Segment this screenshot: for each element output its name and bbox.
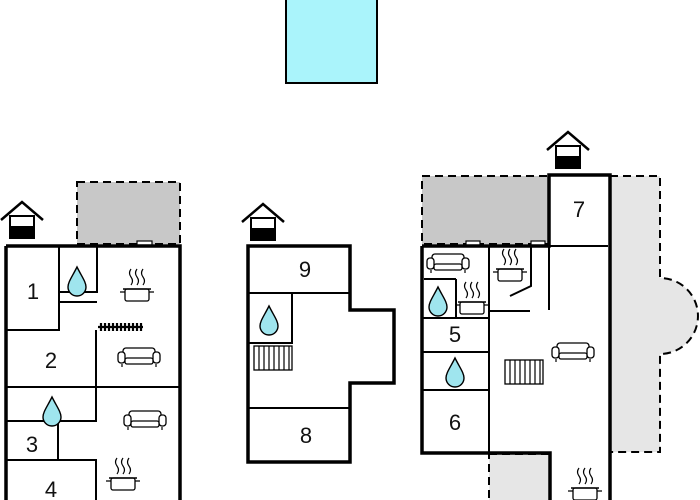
room-6-label: 6 (449, 410, 461, 435)
sofa-icon (426, 253, 470, 274)
room-7-label: 7 (573, 197, 585, 222)
room-4-label: 4 (45, 477, 57, 500)
pool (285, 0, 378, 84)
house-entrance-icon (0, 200, 45, 240)
stairs-icon (253, 345, 293, 371)
sofa-icon (117, 347, 161, 368)
room-8-label: 8 (300, 423, 312, 448)
room-2-label: 2 (45, 348, 57, 373)
stairs-icon (98, 323, 143, 331)
terrace-left (76, 181, 181, 245)
water-drop-icon (445, 357, 465, 388)
house-entrance-icon (545, 130, 591, 170)
water-drop-icon (428, 286, 448, 317)
pot-icon (567, 467, 603, 500)
pot-icon (119, 268, 155, 302)
sofa-icon (123, 410, 167, 431)
pot-icon (492, 248, 528, 282)
house-entrance-icon (240, 202, 286, 242)
water-drop-icon (42, 396, 62, 427)
building-middle: 9 8 (240, 202, 396, 464)
pot-icon (105, 457, 141, 491)
building-left: 1 2 3 4 (0, 181, 182, 500)
terrace-right (609, 175, 699, 453)
room-9-label: 9 (299, 257, 311, 282)
radiator-icon (504, 359, 544, 385)
room-3-label: 3 (26, 432, 38, 457)
terrace-bottom (488, 453, 551, 500)
room-1-label: 1 (27, 279, 39, 304)
building-right: 7 5 6 (420, 130, 699, 500)
water-drop-icon (67, 266, 87, 297)
water-drop-icon (259, 305, 279, 336)
terrace-top (421, 175, 550, 245)
pot-icon (454, 281, 490, 315)
sofa-icon (551, 342, 595, 363)
room-5-label: 5 (449, 322, 461, 347)
